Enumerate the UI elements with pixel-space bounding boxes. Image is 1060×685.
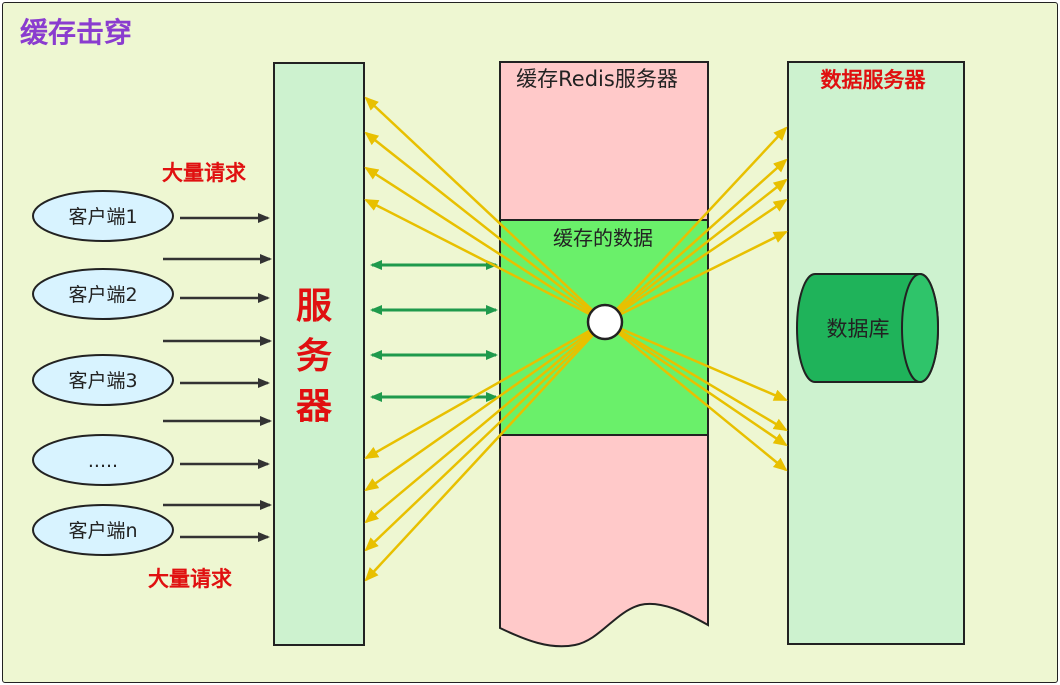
database-label: 数据库 bbox=[827, 317, 890, 341]
app-server-label-2: 务 bbox=[296, 336, 332, 377]
client-node-ellipsis: ..... bbox=[32, 434, 174, 486]
app-server-label-1: 服 bbox=[296, 286, 332, 327]
request-arrows bbox=[163, 213, 272, 542]
request-label-top: 大量请求 bbox=[162, 161, 246, 185]
client-node-3: 客户端3 bbox=[32, 354, 174, 406]
client-node-n: 客户端n bbox=[32, 504, 174, 556]
app-server-label-3: 器 bbox=[296, 386, 333, 427]
client-label: 客户端1 bbox=[68, 206, 137, 228]
client-label: ..... bbox=[88, 450, 118, 472]
client-label: 客户端3 bbox=[68, 370, 137, 392]
penetration-arrows bbox=[364, 96, 788, 582]
client-label: 客户端n bbox=[68, 520, 137, 542]
request-label-bottom: 大量请求 bbox=[148, 567, 232, 591]
redis-server-label: 缓存Redis服务器 bbox=[516, 67, 678, 91]
cache-data-label: 缓存的数据 bbox=[553, 226, 653, 250]
database-cylinder bbox=[796, 273, 939, 383]
data-server-label: 数据服务器 bbox=[821, 68, 927, 92]
client-label: 客户端2 bbox=[68, 284, 137, 306]
app-server-box bbox=[273, 62, 365, 646]
client-node-2: 客户端2 bbox=[32, 268, 174, 320]
cache-hit-arrows bbox=[370, 260, 498, 402]
client-node-1: 客户端1 bbox=[32, 190, 174, 242]
diagram-title: 缓存击穿 bbox=[20, 16, 132, 49]
expired-key-circle bbox=[586, 303, 624, 341]
